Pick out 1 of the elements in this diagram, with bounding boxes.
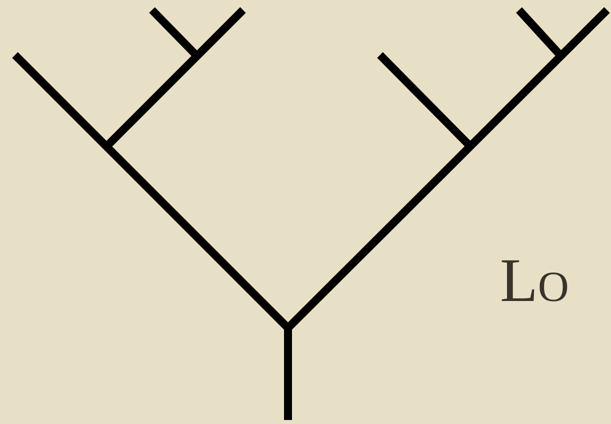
- label-text: Lo: [500, 250, 569, 312]
